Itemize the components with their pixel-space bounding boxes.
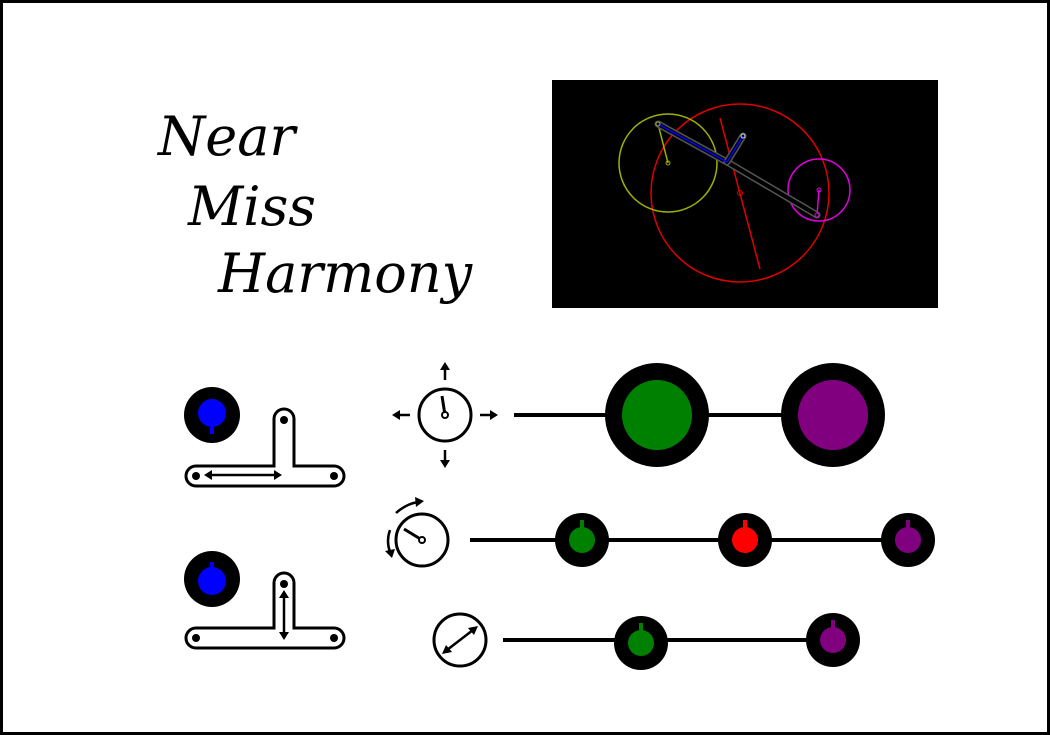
- t-slot-track: [184, 407, 346, 488]
- preview-background: [552, 80, 938, 308]
- linkage-end: [740, 133, 746, 139]
- horizontal-slider-control[interactable]: [184, 387, 346, 488]
- magenta-arm: [816, 189, 820, 216]
- title-line-2: Miss: [187, 175, 316, 238]
- rotation-arrows-icon: [385, 497, 424, 558]
- red-axis: [719, 117, 761, 270]
- game-title: Near Miss Harmony: [156, 105, 474, 305]
- rotate-dial[interactable]: [385, 497, 450, 568]
- magenta-center: [816, 187, 822, 193]
- purple-large-knob[interactable]: [781, 363, 885, 467]
- red-center: [737, 190, 743, 196]
- purple-scale-knob[interactable]: [806, 613, 860, 667]
- yellow-center: [665, 160, 671, 166]
- t-slot-track: [184, 571, 346, 650]
- magenta-pivot: [814, 212, 820, 218]
- move-dial[interactable]: [392, 362, 498, 468]
- knob-indicator: [210, 420, 214, 434]
- yellow-orbit: [618, 113, 718, 213]
- green-small-knob[interactable]: [555, 513, 609, 567]
- vertical-slider-control[interactable]: [184, 551, 346, 650]
- vertical-arrow-icon: [279, 590, 289, 640]
- scale-dial[interactable]: [432, 612, 488, 668]
- simulation-preview: [552, 80, 938, 308]
- magenta-orbit: [787, 158, 851, 222]
- red-small-knob[interactable]: [718, 513, 772, 567]
- yellow-arm: [657, 123, 669, 164]
- linkage-path: [657, 123, 744, 164]
- green-scale-knob[interactable]: [614, 616, 668, 670]
- green-large-knob[interactable]: [605, 363, 709, 467]
- title-line-3: Harmony: [217, 242, 474, 305]
- horizontal-arrow-icon: [204, 470, 282, 480]
- title-line-1: Near: [156, 105, 298, 168]
- red-orbit: [650, 103, 830, 283]
- yellow-pivot: [655, 121, 661, 127]
- knob-indicator: [210, 562, 214, 574]
- purple-small-knob[interactable]: [881, 513, 935, 567]
